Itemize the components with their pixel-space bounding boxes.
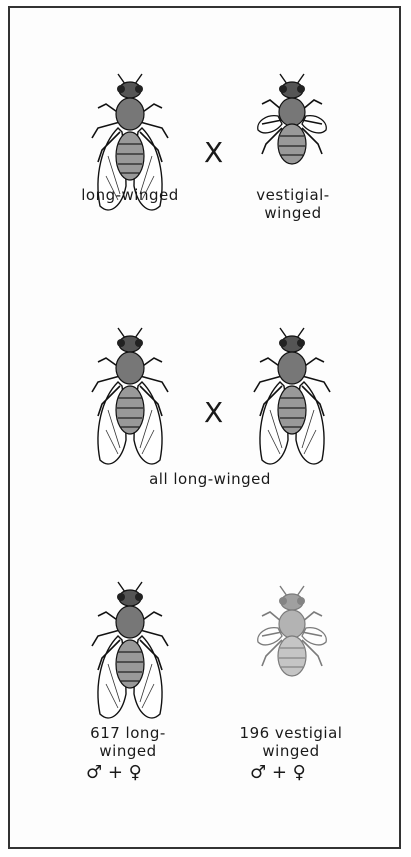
vestigial-winged-label: vestigial- winged bbox=[238, 186, 348, 222]
cross-symbol: X bbox=[204, 136, 223, 169]
long-winged-fly-icon bbox=[80, 320, 180, 470]
vestigial-winged-fly-icon bbox=[242, 66, 342, 176]
long-winged-count-label: 617 long- winged bbox=[68, 724, 188, 760]
cross-symbol: X bbox=[204, 396, 223, 429]
all-long-winged-caption: all long-winged bbox=[110, 470, 310, 488]
long-winged-label: long-winged bbox=[70, 186, 190, 204]
male-female-symbols: ♂ + ♀ bbox=[86, 762, 142, 783]
male-female-symbols: ♂ + ♀ bbox=[250, 762, 306, 783]
long-winged-fly-icon bbox=[80, 574, 180, 724]
vestigial-winged-count-label: 196 vestigial winged bbox=[216, 724, 366, 760]
vestigial-winged-fly-icon bbox=[242, 578, 342, 688]
long-winged-fly-icon bbox=[242, 320, 342, 470]
diagram-panel: X long-winged vestigial- winged X all lo… bbox=[8, 6, 401, 849]
